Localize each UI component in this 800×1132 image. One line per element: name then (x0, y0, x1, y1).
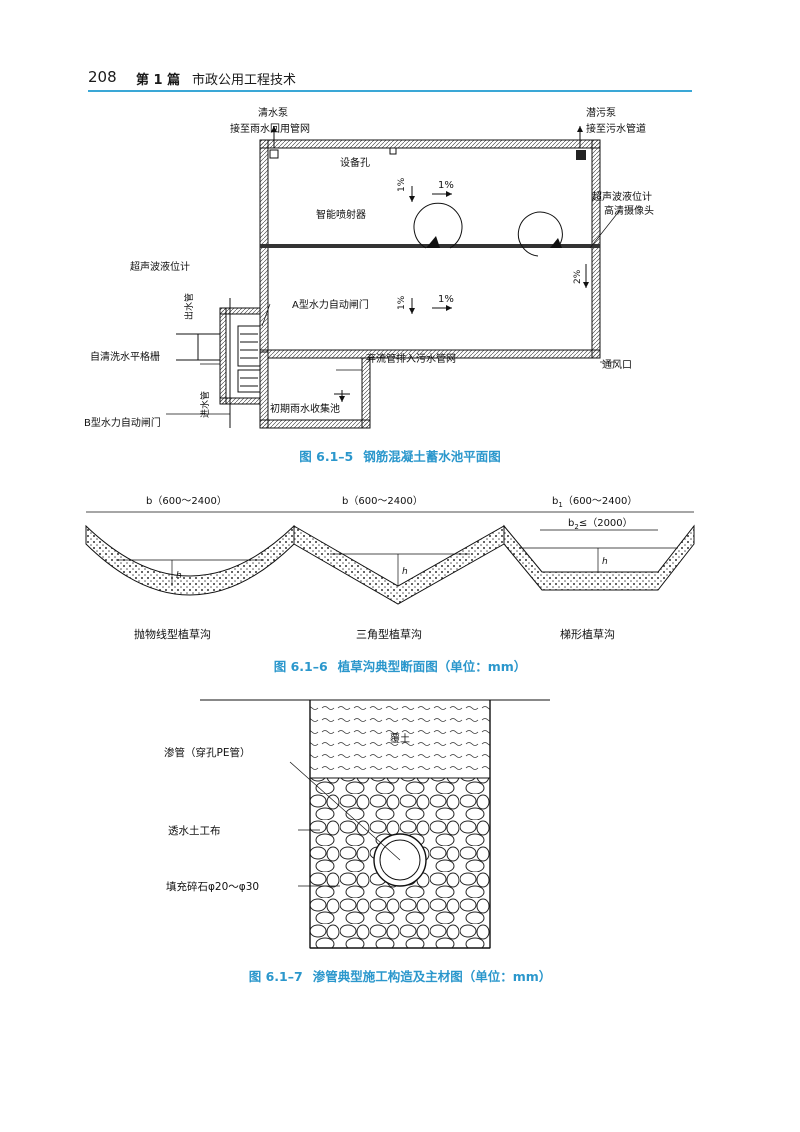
caption-fig-6-1-5: 图 6.1–5 钢筋混凝土蓄水池平面图 (0, 446, 800, 465)
label-to-rain-reuse: 接至雨水回用管网 (230, 122, 310, 135)
label-bottom-width-sub: 2 (574, 523, 578, 531)
label-slope-bottom-v: 1% (397, 295, 407, 310)
label-gravel: 填充碎石φ20～φ30 (166, 880, 259, 893)
page-number: 208 (88, 68, 117, 86)
label-to-sewer: 接至污水管道 (586, 122, 646, 135)
label-ultrasonic-left: 超声波液位计 (130, 260, 190, 273)
label-h-trapezoid: h (602, 557, 608, 567)
label-slope-top: 1% (438, 180, 454, 191)
label-sprayer: 智能喷射器 (316, 208, 366, 221)
label-equipment-hole: 设备孔 (340, 156, 370, 169)
label-bottom-width-b: b (568, 518, 574, 529)
caption-title: 钢筋混凝土蓄水池平面图 (363, 449, 501, 464)
figure-grass-swale-sections: b（600～2400） b（600～2400） b1（600～2400） b2≤… (80, 486, 700, 646)
pool-walls (176, 139, 601, 429)
label-slope-bottom: 1% (438, 294, 454, 305)
label-gate-a: A型水力自动闸门 (292, 298, 369, 311)
label-sewage-pump: 潜污泵 (586, 106, 616, 119)
label-bottom-width: b2≤（2000） (568, 517, 633, 531)
label-hd-camera: 高清摄像头 (604, 204, 654, 217)
caption-number: 图 6.1–5 (299, 449, 354, 464)
caption-number: 图 6.1–7 (248, 969, 303, 984)
name-trapezoid: 梯形植草沟 (560, 627, 615, 641)
name-triangle: 三角型植草沟 (356, 627, 422, 641)
label-bottom-width-range: ≤（2000） (579, 517, 633, 529)
label-width-trapezoid: b1（600～2400） (552, 495, 637, 509)
label-seepage-pipe: 渗管（穿孔PE管） (164, 746, 250, 759)
figure-storage-pool-plan: 清水泵 接至雨水回用管网 潜污泵 接至污水管道 设备孔 1% 1% 1% 1% … (80, 98, 720, 438)
label-outlet-pipe: 出水管 (183, 293, 195, 320)
label-cover-soil: 覆土 (390, 732, 410, 745)
label-slope-top-v: 1% (397, 177, 407, 192)
label-ultrasonic-right: 超声波液位计 (592, 190, 652, 203)
caption-fig-6-1-7: 图 6.1–7 渗管典型施工构造及主材图（单位：mm） (0, 966, 800, 985)
label-vent: 通风口 (602, 359, 632, 371)
label-clear-pump: 清水泵 (258, 106, 288, 119)
label-h-triangle: h (402, 567, 408, 577)
caption-title: 渗管典型施工构造及主材图（单位：mm） (312, 969, 552, 984)
caption-fig-6-1-6: 图 6.1–6 植草沟典型断面图（单位：mm） (0, 656, 800, 675)
part-label: 第 1 篇 (136, 73, 181, 88)
label-width-parabolic: b（600～2400） (146, 495, 227, 507)
sprayer-right (517, 211, 563, 257)
name-parabolic: 抛物线型植草沟 (134, 627, 211, 641)
label-gate-b: B型水力自动闸门 (84, 416, 161, 429)
sprayer-left (413, 202, 463, 249)
label-width-triangle: b（600～2400） (342, 495, 423, 507)
label-overflow: 弃流管排入污水管网 (366, 352, 456, 365)
section-title: 市政公用工程技术 (192, 73, 297, 88)
label-grille: 自清洗水平格栅 (90, 350, 160, 363)
label-h-parabolic: h (176, 571, 182, 581)
label-slope-right-v: 2% (573, 269, 583, 284)
label-geotextile: 透水土工布 (168, 824, 221, 837)
label-inlet-pipe: 进水管 (199, 391, 211, 418)
label-width-trapezoid-b: b (552, 496, 558, 507)
figure-seepage-pipe-section: 覆土 渗管（穿孔PE管） 透水土工布 填充碎石φ20～φ30 (160, 690, 580, 960)
caption-number: 图 6.1–6 (273, 659, 328, 674)
caption-title: 植草沟典型断面图（单位：mm） (337, 659, 527, 674)
label-width-trapezoid-range: （600～2400） (563, 495, 638, 507)
label-width-trapezoid-sub: 1 (558, 501, 562, 509)
running-header: 208 第 1 篇 市政公用工程技术 (88, 62, 692, 92)
label-initial-pool: 初期雨水收集池 (270, 402, 340, 415)
